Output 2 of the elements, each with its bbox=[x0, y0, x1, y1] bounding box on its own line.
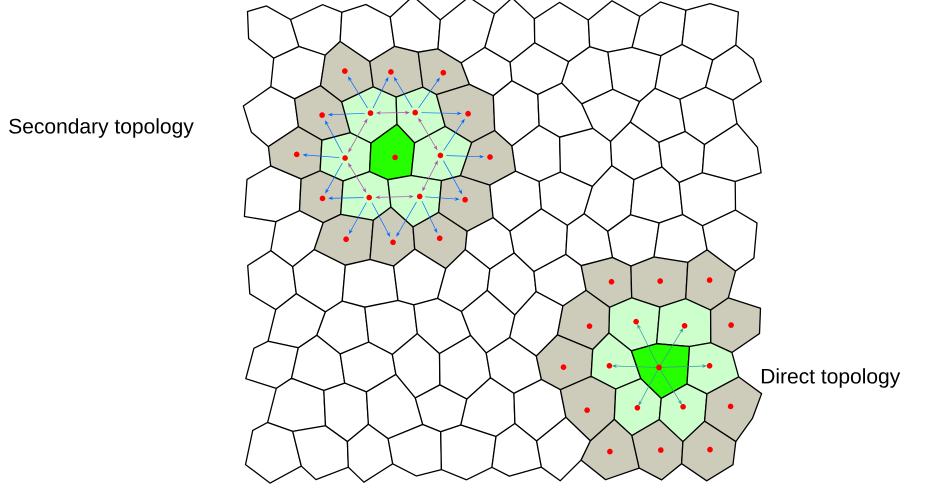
topology-label: Secondary topology bbox=[9, 118, 194, 138]
topology-label: Direct topology bbox=[762, 368, 900, 388]
